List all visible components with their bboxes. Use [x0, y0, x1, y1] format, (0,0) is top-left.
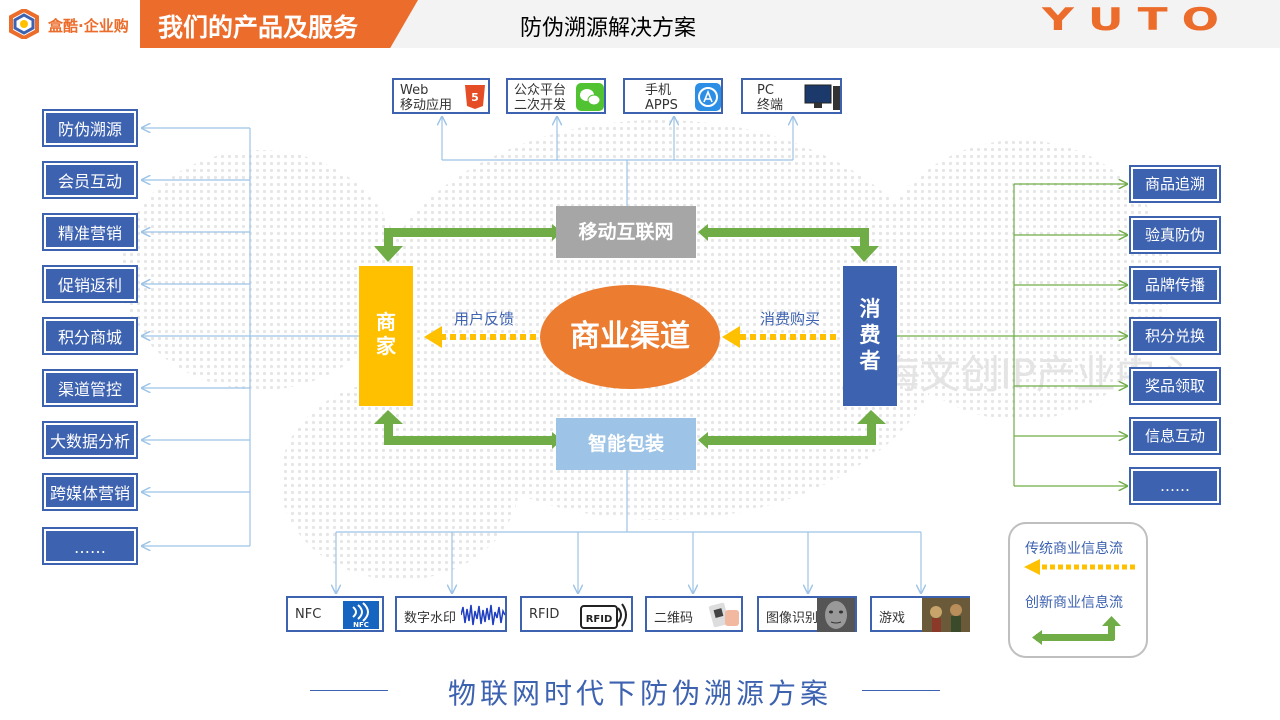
top-item-line2: 终端 [757, 98, 784, 113]
top-item-line2: 二次开发 [514, 98, 567, 113]
merchant-char-1: 商 [376, 310, 396, 334]
right-item-prize: 奖品领取 [1129, 367, 1221, 405]
top-item-line2: APPS [645, 98, 678, 113]
left-item-channel-control: 渠道管控 [42, 369, 138, 407]
top-item-wechat: 公众平台 二次开发 [506, 78, 606, 114]
flow-label-feedback: 用户反馈 [454, 310, 515, 328]
bottom-item-game: 游戏 [870, 596, 970, 632]
legend-traditional-label: 传统商业信息流 [1025, 541, 1123, 557]
game-icon [922, 598, 970, 632]
watermark-icon [461, 603, 505, 627]
left-item-member-interaction: 会员互动 [42, 161, 138, 199]
bottom-item-label: 二维码 [654, 611, 694, 626]
bottom-item-image-recognition: 图像识别 [757, 596, 857, 632]
svg-text:NFC: NFC [353, 621, 369, 629]
top-item-line1: Web [400, 83, 429, 98]
title-rule-left [310, 690, 388, 691]
right-item-verification: 验真防伪 [1129, 216, 1221, 254]
top-item-line2: 移动应用 [400, 98, 453, 113]
bottom-item-label: 图像识别 [766, 611, 819, 626]
nfc-icon: NFC [343, 601, 379, 629]
top-item-line1: PC [757, 83, 774, 98]
bottom-item-label: 数字水印 [404, 611, 457, 626]
node-business-channel: 商业渠道 [540, 285, 720, 389]
node-merchant: 商家 [359, 266, 413, 406]
bottom-item-qrcode: 二维码 [645, 596, 743, 632]
logo-text: 盒酷·企业购 [48, 17, 129, 35]
legend-innovative-arrow [1032, 616, 1121, 645]
face-icon [817, 598, 855, 632]
right-item-info-interaction: 信息互动 [1129, 417, 1221, 455]
wechat-icon [576, 83, 604, 111]
top-item-web: Web 移动应用 5 [392, 78, 490, 114]
section-title: 我们的产品及服务 [158, 13, 359, 42]
bottom-item-rfid: RFID RFID [520, 596, 633, 632]
pc-icon [804, 84, 840, 110]
node-smart-packaging: 智能包装 [556, 418, 696, 470]
svg-text:RFID: RFID [586, 614, 613, 625]
qrcode-icon [708, 602, 739, 628]
consumer-char-3: 者 [859, 349, 881, 373]
bottom-item-nfc: NFC NFC [286, 596, 384, 632]
left-item-points-mall: 积分商城 [42, 317, 138, 355]
title-rule-right [862, 690, 940, 691]
top-item-apps: 手机 APPS [623, 78, 723, 114]
flow-label-purchase: 消费购买 [760, 310, 821, 328]
right-item-points-redeem: 积分兑换 [1129, 317, 1221, 355]
top-item-line1: 手机 [645, 83, 672, 98]
right-item-brand: 品牌传播 [1129, 266, 1221, 304]
legend-innovative-label: 创新商业信息流 [1025, 595, 1123, 611]
node-mobile-internet: 移动互联网 [556, 206, 696, 258]
left-item-anti-counterfeit: 防伪溯源 [42, 109, 138, 147]
bottom-item-label: NFC [295, 607, 322, 622]
bottom-item-label: 游戏 [879, 611, 906, 626]
bottom-item-label: RFID [529, 607, 560, 622]
node-consumer: 消费者 [843, 266, 897, 406]
page-title: 防伪溯源解决方案 [520, 16, 697, 41]
top-item-pc: PC 终端 [741, 78, 842, 114]
svg-text:5: 5 [471, 91, 479, 104]
left-item-cross-media: 跨媒体营销 [42, 473, 138, 511]
right-item-traceability: 商品追溯 [1129, 165, 1221, 203]
top-item-line1: 公众平台 [514, 83, 567, 98]
section-title-banner: 我们的产品及服务 [140, 0, 418, 48]
app-store-icon [695, 83, 721, 111]
bottom-title: 物联网时代下防伪溯源方案 [447, 677, 832, 710]
left-item-more: …… [42, 527, 138, 565]
rfid-icon: RFID [580, 603, 627, 629]
legend: 传统商业信息流 创新商业信息流 [1008, 522, 1148, 658]
legend-traditional-arrow [1024, 559, 1136, 575]
left-item-precision-marketing: 精准营销 [42, 213, 138, 251]
left-item-big-data: 大数据分析 [42, 421, 138, 459]
right-item-more: …… [1129, 467, 1221, 505]
html5-icon: 5 [465, 85, 485, 109]
merchant-char-2: 家 [376, 334, 396, 358]
bottom-item-watermark: 数字水印 [395, 596, 507, 632]
logo-icon [9, 9, 39, 39]
left-item-promotion-rebate: 促销返利 [42, 265, 138, 303]
yuto-logo: YUTO [1042, 2, 1234, 38]
consumer-char-2: 费 [859, 323, 881, 347]
consumer-char-1: 消 [859, 297, 881, 321]
